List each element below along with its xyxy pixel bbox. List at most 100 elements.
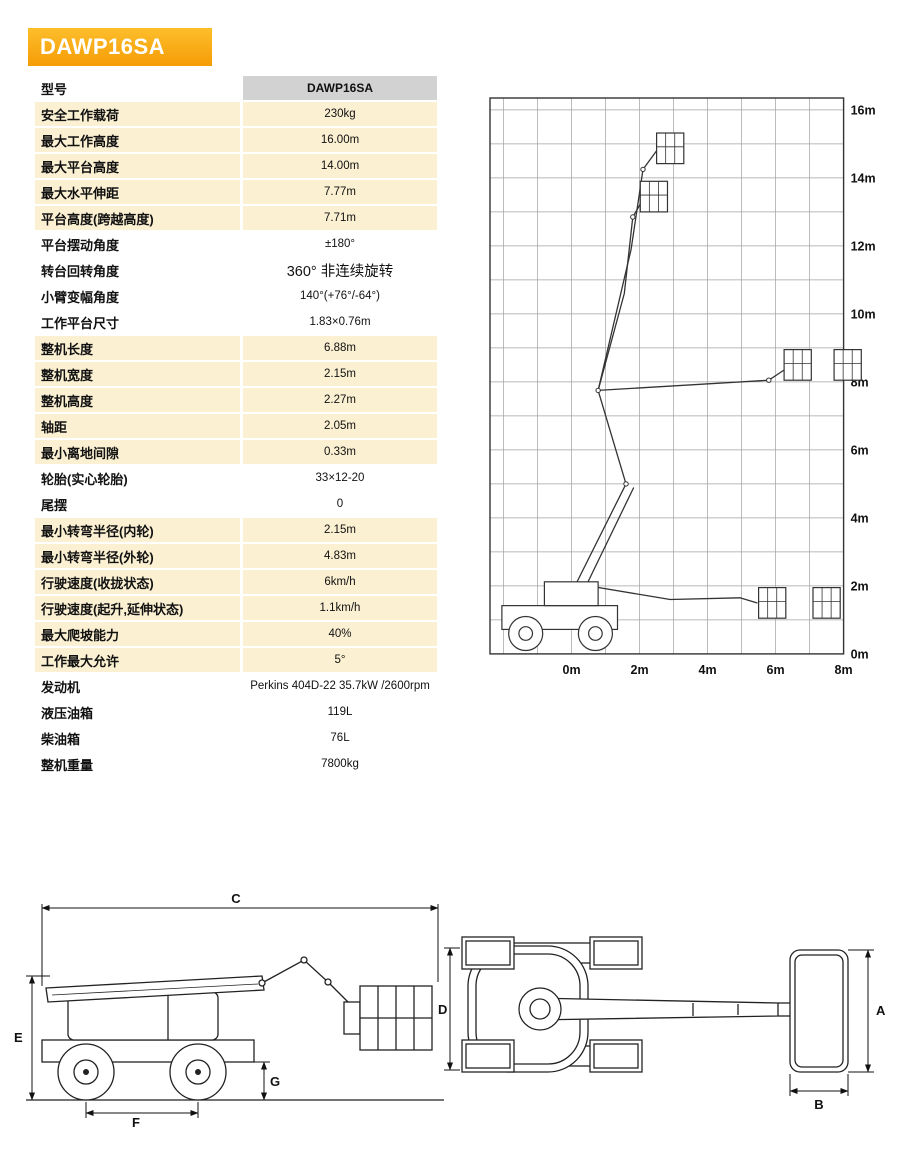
spec-label: 轮胎(实心轮胎) [41, 471, 128, 487]
spec-value: 2.27m [243, 388, 437, 412]
spec-label: 最小转弯半径(外轮) [35, 544, 240, 568]
spec-label: 小臂变幅角度 [41, 289, 120, 305]
spec-row: 轮胎(实心轮胎) 33×12-20 [35, 466, 437, 490]
platform-position [639, 180, 669, 213]
spec-value: 2.15m [243, 518, 437, 542]
platform-plan-view [778, 949, 849, 1073]
spec-row: 液压油箱 119L [35, 700, 437, 724]
spec-row: 小臂变幅角度 140°(+76°/-64°) [35, 284, 437, 308]
rear-view-dimension-lines [444, 947, 874, 1096]
spec-row: 平台高度(跨越高度)7.71m [35, 206, 437, 230]
boom-lift-envelope-drawing [501, 132, 862, 652]
spec-value: 33×12-20 [315, 472, 365, 484]
side-view-machine-art [26, 956, 444, 1101]
spec-value: 14.00m [243, 154, 437, 178]
platform-position [783, 349, 812, 381]
spec-label: 整机长度 [35, 336, 240, 360]
spec-value: 5° [243, 648, 437, 672]
spec-value: 0 [336, 498, 344, 510]
side-view-drawing: C E F G [14, 891, 444, 1130]
spec-value: 76L [330, 732, 350, 744]
spec-value: 140°(+76°/-64°) [300, 290, 380, 302]
y-tick-label: 14m [851, 171, 876, 185]
boom-plan-view [532, 997, 779, 1021]
rear-view-drawing: D A B [438, 936, 886, 1112]
spec-label: 发动机 [41, 679, 81, 695]
spec-label: 最小离地间隙 [35, 440, 240, 464]
spec-row: 最小转弯半径(内轮)2.15m [35, 518, 437, 542]
spec-label: 最小转弯半径(内轮) [35, 518, 240, 542]
side-view-dimension-lines [26, 904, 439, 1118]
y-tick-label: 2m [851, 579, 869, 593]
spec-label: 液压油箱 [41, 705, 94, 721]
spec-value: Perkins 404D-22 35.7kW /2600rpm [250, 680, 430, 692]
y-tick-label: 10m [851, 307, 876, 321]
spec-label: 尾摆 [41, 497, 68, 513]
y-tick-label: 4m [851, 511, 869, 525]
spec-label: 整机高度 [35, 388, 240, 412]
spec-row: 发动机 Perkins 404D-22 35.7kW /2600rpm [35, 674, 437, 698]
spec-value: 40% [243, 622, 437, 646]
spec-label: 工作最大允许 [35, 648, 240, 672]
turret-envelope [543, 581, 599, 607]
spec-label: 整机宽度 [35, 362, 240, 386]
x-tick-label: 6m [767, 663, 785, 677]
spec-row: 工作平台尺寸 1.83×0.76m [35, 310, 437, 334]
y-tick-label: 16m [851, 103, 876, 117]
spec-header-row: 型号 DAWP16SA [35, 76, 437, 100]
dimension-label-overall-height: E [14, 1030, 23, 1045]
model-badge: DAWP16SA [28, 28, 212, 66]
spec-value: 6km/h [243, 570, 437, 594]
spec-value: 230kg [243, 102, 437, 126]
dimension-label-platform-height: A [876, 1003, 886, 1018]
spec-label: 轴距 [35, 414, 240, 438]
platform [343, 985, 433, 1051]
spec-header-value: DAWP16SA [243, 76, 437, 100]
spec-header-label: 型号 [41, 81, 68, 97]
spec-row: 行驶速度(收拢状态)6km/h [35, 570, 437, 594]
spec-value: 16.00m [243, 128, 437, 152]
spec-label: 平台高度(跨越高度) [35, 206, 240, 230]
spec-row: 行驶速度(起升,延伸状态)1.1km/h [35, 596, 437, 620]
platform-position [656, 132, 685, 165]
spec-value: 119L [327, 706, 353, 718]
spec-label: 最大工作高度 [35, 128, 240, 152]
spec-label: 行驶速度(收拢状态) [35, 570, 240, 594]
spec-value: 0.33m [243, 440, 437, 464]
turret-plan-view [518, 987, 562, 1031]
dimension-label-ground-clearance: G [270, 1074, 280, 1089]
spec-value: 1.83×0.76m [309, 316, 371, 328]
dimension-label-platform-width: B [814, 1097, 823, 1112]
rear-wheel [57, 1043, 115, 1101]
spec-row: 整机重量 7800kg [35, 752, 437, 776]
spec-value: 2.05m [243, 414, 437, 438]
x-tick-label: 0m [563, 663, 581, 677]
spec-value: 360° 非连续旋转 [286, 263, 394, 280]
spec-value: 2.15m [243, 362, 437, 386]
spec-label: 工作平台尺寸 [41, 315, 120, 331]
spec-row: 尾摆 0 [35, 492, 437, 516]
platform-position [812, 587, 841, 619]
spec-label: 平台摆动角度 [41, 237, 120, 253]
dimension-label-overall-width: D [438, 1002, 447, 1017]
platform-position [833, 349, 862, 381]
spec-value: 7800kg [321, 758, 359, 770]
spec-value: ±180° [324, 238, 356, 250]
spec-label: 最大水平伸距 [35, 180, 240, 204]
spec-label: 整机重量 [41, 757, 94, 773]
rear-view-machine-art [461, 936, 849, 1073]
